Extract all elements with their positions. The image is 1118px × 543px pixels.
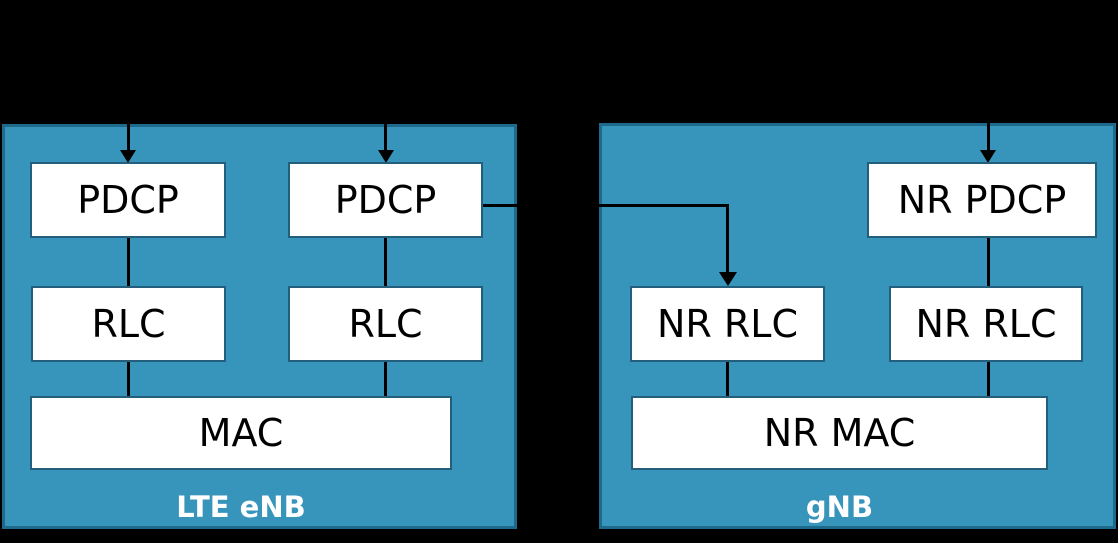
link-pdcp2-rlc2 <box>384 238 387 286</box>
node-nr-rlc-right: NR RLC <box>889 286 1083 362</box>
node-rlc-right-label: RLC <box>348 302 423 346</box>
link-rlc2-mac <box>384 362 387 396</box>
node-mac: MAC <box>30 396 452 470</box>
bearer-arrow-shaft-left <box>127 96 130 152</box>
group-label-lte-enb: LTE eNB <box>176 490 306 524</box>
bearer-arrow-shaft-right <box>987 96 990 152</box>
link-rlc1-mac <box>127 362 130 396</box>
bearer-arrow-shaft-middle <box>384 96 387 152</box>
split-bearer-link-horizontal <box>483 204 729 207</box>
node-nr-mac-label: NR MAC <box>763 411 916 455</box>
node-rlc-left-label: RLC <box>91 302 166 346</box>
node-pdcp-left-label: PDCP <box>77 178 179 222</box>
node-nr-rlc-left-label: NR RLC <box>656 302 798 346</box>
node-nr-rlc-right-label: NR RLC <box>915 302 1057 346</box>
node-nr-mac: NR MAC <box>631 396 1048 470</box>
node-rlc-right: RLC <box>288 286 483 362</box>
split-bearer-link-vertical <box>726 204 729 273</box>
node-pdcp-right-label: PDCP <box>334 178 437 222</box>
group-label-gnb: gNB <box>805 490 874 524</box>
link-pdcp1-rlc1 <box>127 238 130 286</box>
bearer-arrowhead-middle-icon <box>378 150 394 163</box>
node-mac-label: MAC <box>198 411 284 455</box>
node-pdcp-right: PDCP <box>288 162 483 238</box>
link-nrpdcp-nrrlc2 <box>987 237 990 286</box>
node-rlc-left: RLC <box>31 286 226 362</box>
bearer-arrowhead-left-icon <box>120 150 136 163</box>
bearer-arrowhead-right-icon <box>980 150 996 163</box>
node-pdcp-left: PDCP <box>30 162 226 238</box>
node-nr-rlc-left: NR RLC <box>630 286 825 362</box>
node-nr-pdcp: NR PDCP <box>867 162 1097 238</box>
link-nrrlc2-nrmac <box>987 362 990 396</box>
split-bearer-arrowhead-icon <box>719 272 737 286</box>
node-nr-pdcp-label: NR PDCP <box>897 178 1067 222</box>
link-nrrlc1-nrmac <box>726 362 729 396</box>
